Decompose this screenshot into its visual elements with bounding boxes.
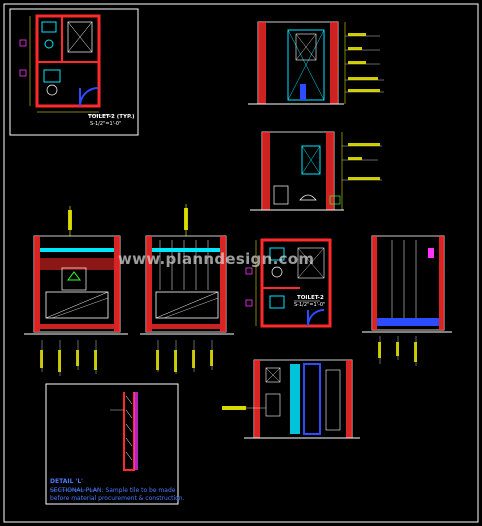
- key-plan-scale: S-1/2"=1'-0": [90, 121, 122, 127]
- center-plan-scale: S-1/2"=1'-0": [294, 302, 326, 308]
- detail-note-line1: SECTIONAL PLAN: Sample tile to be made: [50, 487, 176, 494]
- detail-title: DETAIL 'L': [50, 478, 83, 485]
- elevation-left-b: [140, 204, 234, 374]
- watermark-text: www.planndesign.com: [118, 250, 315, 268]
- elevation-left-a: [24, 206, 128, 376]
- center-toilet-plan: [245, 238, 332, 328]
- elevation-top-right-1: [248, 21, 384, 105]
- elevation-right-side: [362, 235, 452, 366]
- detail-l-frame: [45, 383, 179, 505]
- elevation-top-right-2: [250, 131, 382, 211]
- elevation-bottom-center: [222, 359, 360, 439]
- key-plan-title: TOILET-2 (TYP.): [88, 114, 135, 120]
- detail-note-line2: before material procurement & constructi…: [50, 495, 185, 502]
- center-plan-title: TOILET-2: [297, 295, 324, 301]
- key-plan-frame: [9, 8, 139, 136]
